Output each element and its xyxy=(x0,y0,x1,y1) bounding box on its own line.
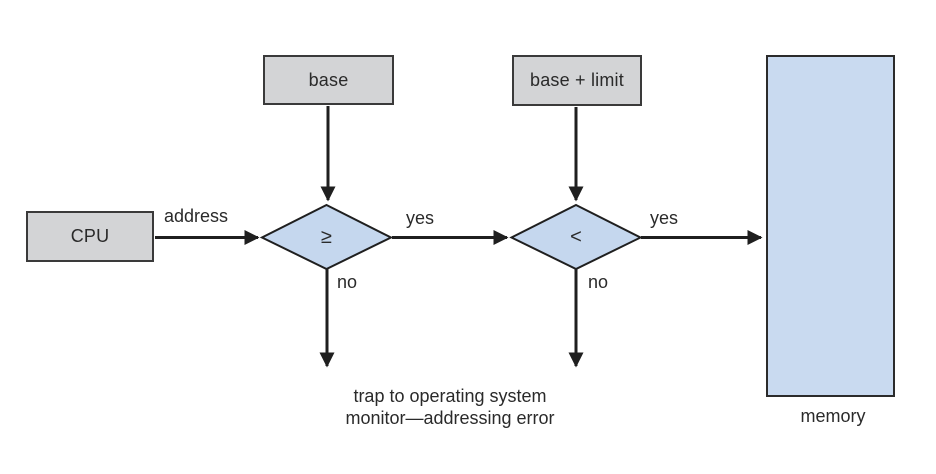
yes-lower-label: yes xyxy=(405,208,435,228)
cpu-label: CPU xyxy=(70,226,110,246)
base-register-box: base xyxy=(263,55,394,105)
yes-upper-label: yes xyxy=(649,208,679,228)
address-edge-label: address xyxy=(163,206,229,226)
base-limit-register-box: base + limit xyxy=(512,55,642,106)
base-limit-register-label: base + limit xyxy=(530,70,624,90)
trap-text-line2: monitor—addressing error xyxy=(345,408,555,428)
trap-text-line1: trap to operating system xyxy=(353,386,547,406)
upper-bound-check-symbol: < xyxy=(570,225,582,248)
cpu-box: CPU xyxy=(26,211,154,262)
memory-label: memory xyxy=(800,406,866,426)
lower-bound-check-diamond xyxy=(259,203,394,271)
memory-box xyxy=(766,55,895,397)
no-lower-label: no xyxy=(337,272,358,292)
base-register-label: base xyxy=(308,69,349,90)
upper-bound-check-diamond xyxy=(509,203,643,271)
trap-text: trap to operating system monitor—address… xyxy=(345,385,554,429)
lower-bound-check-symbol: ≥ xyxy=(321,225,332,248)
no-upper-label: no xyxy=(588,272,609,292)
